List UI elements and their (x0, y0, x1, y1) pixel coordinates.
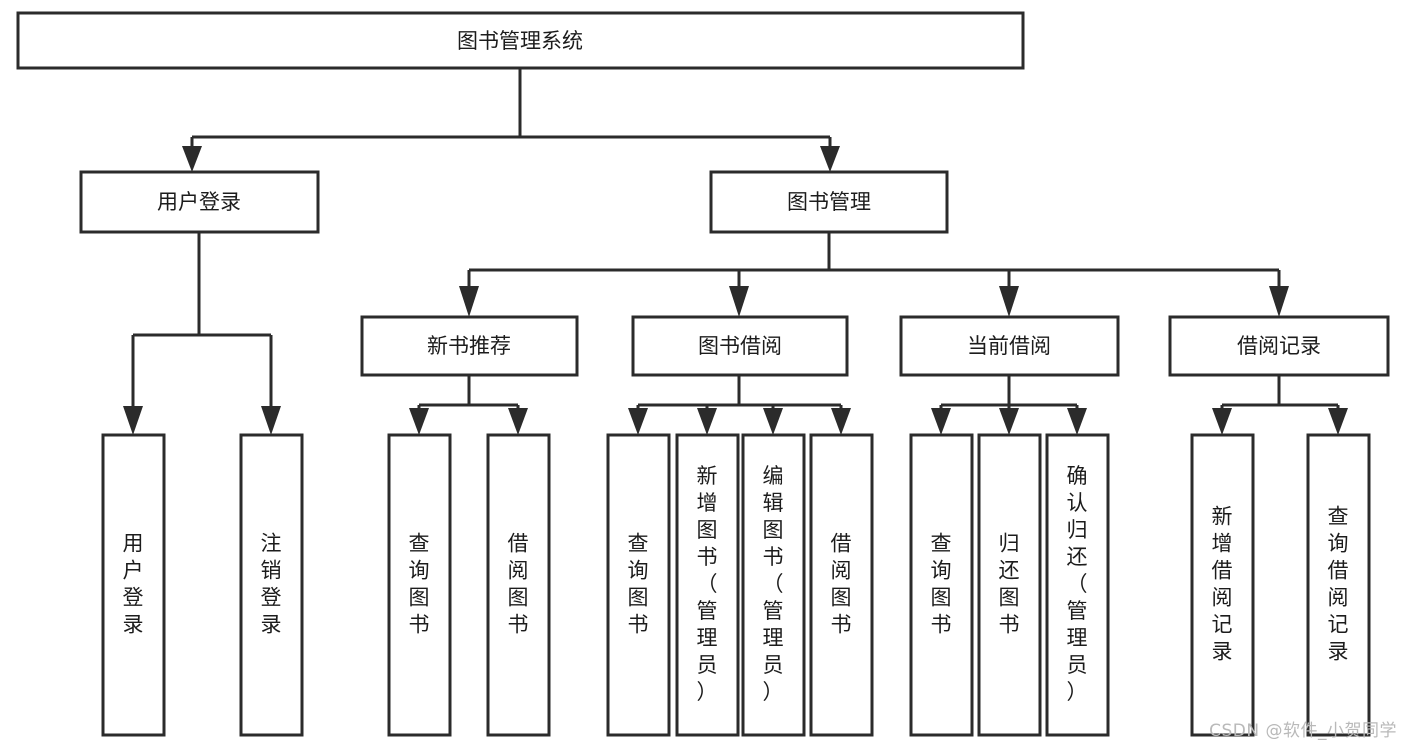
node-root-label: 图书管理系统 (457, 29, 583, 53)
leaf-query-book-current-label: 查询图书 (931, 532, 952, 637)
leaf-return-book[interactable]: 归还图书 (977, 433, 1042, 737)
leaf-add-borrow-record-box[interactable] (1190, 433, 1255, 737)
arrow-current-leaf-3 (1067, 408, 1087, 435)
node-new-book-recommend[interactable]: 新书推荐 (360, 315, 579, 377)
node-borrow-record[interactable]: 借阅记录 (1168, 315, 1390, 377)
leaf-borrow-book[interactable]: 借阅图书 (809, 433, 874, 737)
leaf-edit-book-admin-box[interactable] (741, 433, 806, 737)
leaf-confirm-return-admin[interactable]: 确认归还（管理员） (1045, 433, 1110, 737)
leaf-user-login-box[interactable] (101, 433, 166, 737)
arrow-current-leaf-2 (999, 408, 1019, 435)
leaf-add-book-admin-label: 新增图书（管理员） (697, 464, 718, 704)
arrow-root-to-book (820, 146, 840, 172)
arrow-user-leaf-2 (261, 406, 281, 435)
node-user-login-label: 用户登录 (157, 190, 241, 214)
arrow-borrow-leaf-4 (831, 408, 851, 435)
connector-group-book-borrow (628, 375, 851, 435)
arrow-borrow-leaf-3 (763, 408, 783, 435)
leaf-borrow-book-newbook-box[interactable] (486, 433, 551, 737)
node-borrow-record-box[interactable] (1168, 315, 1390, 377)
leaf-user-login-label: 用户登录 (123, 532, 144, 637)
arrow-record-leaf-2 (1328, 408, 1348, 435)
leaf-borrow-book-label: 借阅图书 (831, 532, 852, 637)
arrow-book-child-2 (729, 286, 749, 317)
leaf-add-borrow-record[interactable]: 新增借阅记录 (1190, 433, 1255, 737)
leaf-user-login[interactable]: 用户登录 (101, 433, 166, 737)
arrow-current-leaf-1 (931, 408, 951, 435)
leaf-return-book-box[interactable] (977, 433, 1042, 737)
leaf-add-book-admin-box[interactable] (675, 433, 740, 737)
node-new-book-recommend-label: 新书推荐 (427, 334, 511, 358)
arrow-root-to-user (182, 146, 202, 172)
leaf-borrow-book-newbook[interactable]: 借阅图书 (486, 433, 551, 737)
leaf-query-book-borrow[interactable]: 查询图书 (606, 433, 671, 737)
leaf-add-borrow-record-label: 新增借阅记录 (1212, 505, 1233, 664)
leaf-borrow-book-box[interactable] (809, 433, 874, 737)
connector-group-current-borrow (931, 375, 1087, 435)
arrow-newbook-leaf-2 (508, 408, 528, 435)
leaf-query-borrow-record-box[interactable] (1306, 433, 1371, 737)
leaf-query-book-current[interactable]: 查询图书 (909, 433, 974, 737)
node-user-login[interactable]: 用户登录 (79, 170, 320, 234)
leaf-query-book-current-box[interactable] (909, 433, 974, 737)
node-book-management[interactable]: 图书管理 (709, 170, 949, 234)
leaf-edit-book-admin[interactable]: 编辑图书（管理员） (741, 433, 806, 737)
leaf-confirm-return-admin-label: 确认归还（管理员） (1067, 464, 1088, 704)
node-book-borrow-box[interactable] (631, 315, 849, 377)
leaf-add-book-admin[interactable]: 新增图书（管理员） (675, 433, 740, 737)
node-root-box[interactable] (16, 11, 1025, 70)
node-borrow-record-label: 借阅记录 (1237, 334, 1321, 358)
leaf-logout[interactable]: 注销登录 (239, 433, 304, 737)
leaf-query-borrow-record-label: 查询借阅记录 (1328, 505, 1349, 664)
leaf-logout-label: 注销登录 (261, 532, 282, 637)
arrow-book-child-4 (1269, 286, 1289, 317)
leaf-query-book-borrow-box[interactable] (606, 433, 671, 737)
node-user-login-box[interactable] (79, 170, 320, 234)
leaf-borrow-book-newbook-label: 借阅图书 (508, 532, 529, 637)
leaf-query-borrow-record[interactable]: 查询借阅记录 (1306, 433, 1371, 737)
node-new-book-recommend-box[interactable] (360, 315, 579, 377)
connector-group-book-manage (459, 232, 1289, 317)
connector-group-borrow-record (1212, 375, 1348, 435)
arrow-user-leaf-1 (123, 406, 143, 435)
arrow-borrow-leaf-1 (628, 408, 648, 435)
leaf-return-book-label: 归还图书 (999, 532, 1020, 637)
node-book-borrow[interactable]: 图书借阅 (631, 315, 849, 377)
leaf-query-book-newbook-box[interactable] (387, 433, 452, 737)
connector-group-user-login (123, 232, 281, 435)
leaf-edit-book-admin-label: 编辑图书（管理员） (763, 464, 784, 704)
node-book-management-label: 图书管理 (787, 190, 871, 214)
node-current-borrow-box[interactable] (899, 315, 1120, 377)
arrow-book-child-1 (459, 286, 479, 317)
node-current-borrow[interactable]: 当前借阅 (899, 315, 1120, 377)
connector-group-new-book (409, 375, 528, 435)
leaf-confirm-return-admin-box[interactable] (1045, 433, 1110, 737)
leaf-query-book-newbook-label: 查询图书 (409, 532, 430, 637)
arrow-record-leaf-1 (1212, 408, 1232, 435)
connector-group-root (182, 68, 840, 172)
node-book-borrow-label: 图书借阅 (698, 334, 782, 358)
leaf-query-book-newbook[interactable]: 查询图书 (387, 433, 452, 737)
node-current-borrow-label: 当前借阅 (967, 334, 1051, 358)
node-root-book-management-system[interactable]: 图书管理系统 (16, 11, 1025, 70)
arrow-borrow-leaf-2 (697, 408, 717, 435)
leaf-query-book-borrow-label: 查询图书 (628, 532, 649, 637)
arrow-newbook-leaf-1 (409, 408, 429, 435)
leaf-logout-box[interactable] (239, 433, 304, 737)
arrow-book-child-3 (999, 286, 1019, 317)
node-book-management-box[interactable] (709, 170, 949, 234)
